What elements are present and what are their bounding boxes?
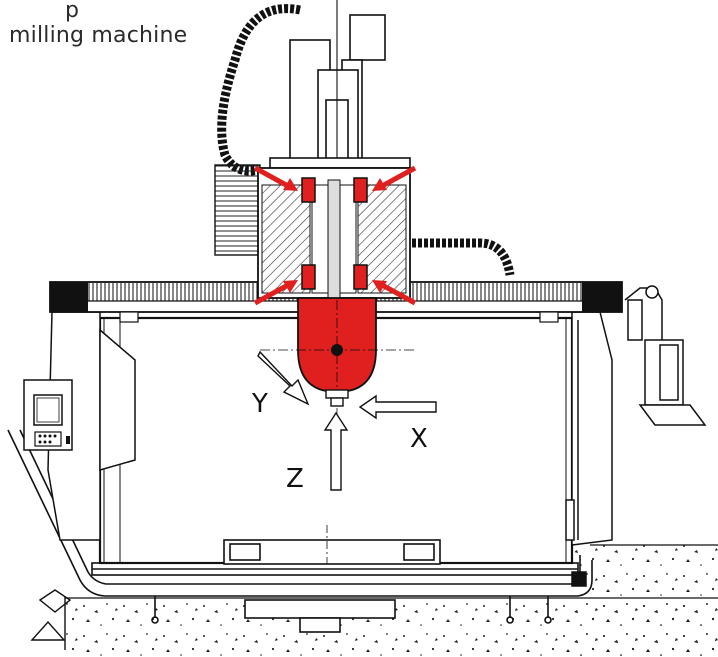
machine-table bbox=[223, 525, 441, 565]
caption-line-1: p bbox=[65, 0, 80, 23]
spindle-housing bbox=[257, 167, 411, 299]
spindle-nose bbox=[260, 297, 415, 420]
cable-chain-top bbox=[217, 4, 301, 176]
spindle-bearings bbox=[301, 177, 368, 290]
load-arrows bbox=[253, 165, 417, 306]
cable-chain-right bbox=[412, 238, 515, 276]
x-axis-arrow bbox=[358, 394, 437, 420]
right-column bbox=[565, 311, 613, 587]
y-axis-label: Y bbox=[251, 389, 268, 419]
left-column bbox=[23, 311, 136, 541]
control-panel bbox=[33, 394, 70, 447]
caption-line-2: milling machine bbox=[9, 23, 188, 48]
cooling-fins bbox=[214, 164, 261, 256]
y-axis-arrow bbox=[257, 350, 310, 406]
right-cabinet bbox=[624, 285, 707, 426]
x-axis-label: X bbox=[410, 424, 428, 454]
z-ram bbox=[269, 0, 411, 180]
z-axis-arrow bbox=[323, 411, 349, 491]
left-support bbox=[30, 589, 72, 650]
machine-bed bbox=[7, 429, 593, 633]
z-axis-label: Z bbox=[286, 464, 304, 494]
